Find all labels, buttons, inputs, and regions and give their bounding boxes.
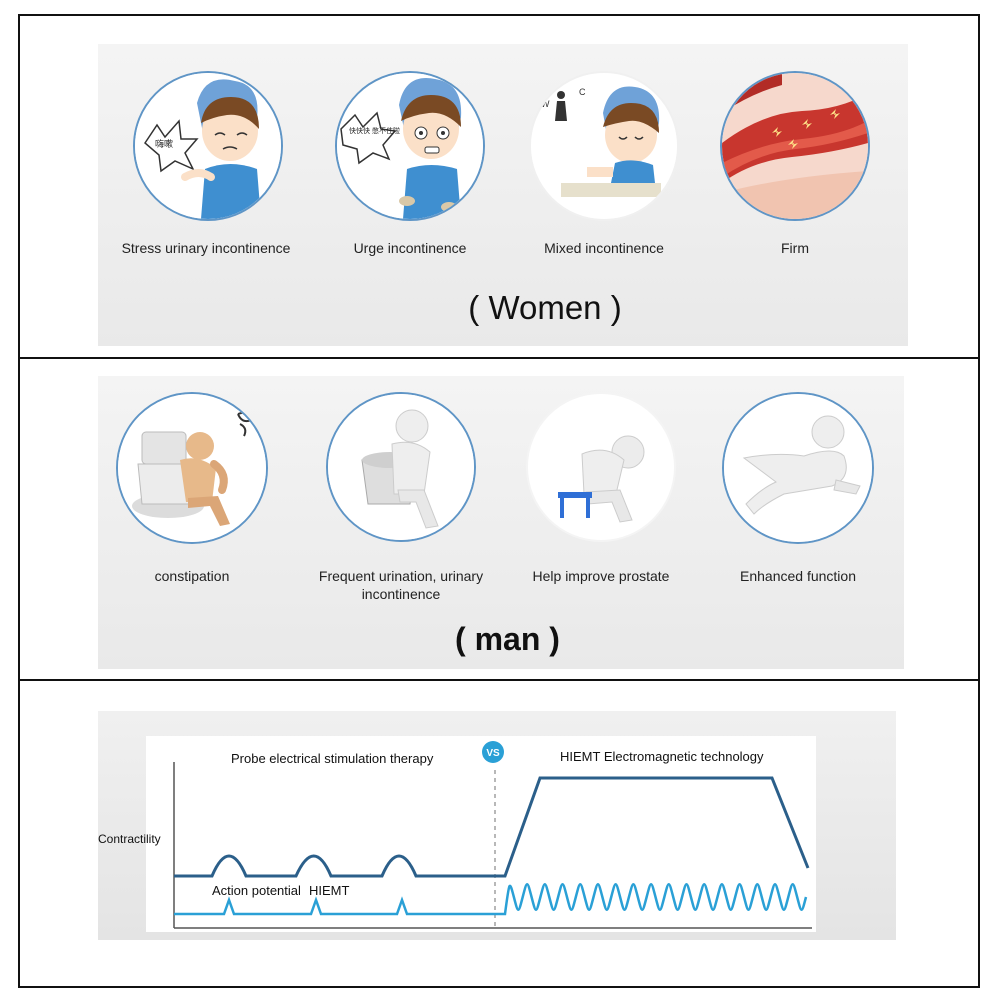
- enhanced-function-illustration: [722, 392, 874, 544]
- enhanced-function-label: Enhanced function: [740, 568, 856, 584]
- constipation-illustration: [116, 392, 268, 544]
- constipation-label: constipation: [154, 568, 230, 584]
- hiemt-contractility-curve: [495, 776, 810, 878]
- probe-action-potential-line: [174, 896, 495, 916]
- vs-text: VS: [486, 748, 500, 759]
- firm-illustration: [720, 71, 870, 221]
- probe-contractility-curve: [174, 854, 495, 878]
- stress-incontinence-label: Stress urinary incontinence: [121, 240, 291, 256]
- urge-incontinence-illustration: 快快快 憋不住啦: [335, 71, 485, 221]
- urge-bubble-text: 快快快 憋不住啦: [349, 126, 400, 135]
- hiemt-label: HIEMT: [309, 883, 350, 898]
- urge-incontinence-label: Urge incontinence: [353, 240, 467, 256]
- wc-sign-w: W: [541, 99, 550, 109]
- section-divider-2: [18, 679, 980, 681]
- prostate-illustration: [526, 392, 676, 542]
- frequent-urination-label: Frequent urination, urinary incontinence: [318, 568, 484, 602]
- prostate-label: Help improve prostate: [532, 568, 670, 584]
- firm-label: Firm: [781, 240, 809, 256]
- action-potential-label: Action potential: [212, 883, 301, 898]
- wc-sign-c: C: [579, 87, 586, 97]
- probe-therapy-title: Probe electrical stimulation therapy: [231, 751, 434, 766]
- women-heading: ( Women ): [468, 289, 622, 326]
- contractility-label: Contractility: [98, 832, 161, 846]
- comparison-chart-area: [146, 736, 816, 932]
- mixed-incontinence-label: Mixed incontinence: [544, 240, 664, 256]
- hiemt-action-potential-wave: [495, 883, 808, 916]
- vs-badge: [482, 741, 504, 763]
- section-divider-1: [18, 357, 980, 359]
- hiemt-technology-title: HIEMT Electromagnetic technology: [560, 749, 764, 764]
- mixed-incontinence-illustration: W C: [529, 71, 679, 221]
- man-heading: ( man ): [455, 621, 560, 657]
- stress-bubble-text: 嗨嗽: [155, 138, 173, 149]
- stress-incontinence-illustration: 嗨嗽: [133, 71, 283, 221]
- outer-frame: [18, 14, 980, 988]
- frequent-urination-illustration: [326, 392, 476, 542]
